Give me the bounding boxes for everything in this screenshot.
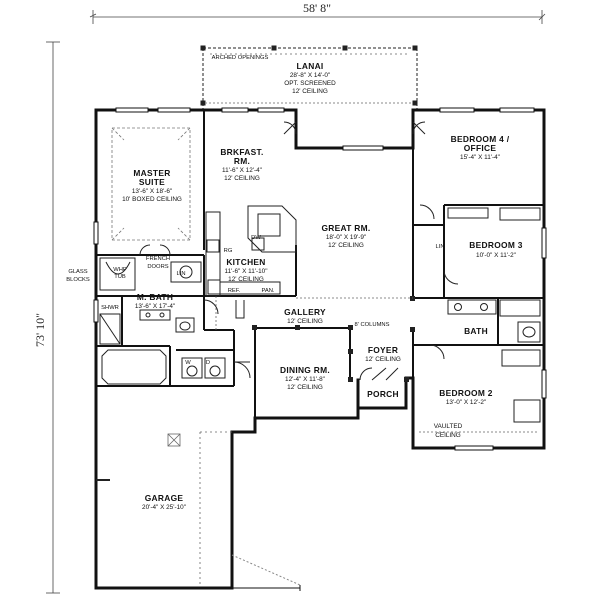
dryer-label: D: [206, 360, 210, 366]
great-room-dims: 18'-0" X 19'-9": [326, 234, 366, 241]
garage-dims: 20'-4" X 25'-10": [142, 504, 186, 511]
master-bath-dims: 13'-6" X 17'-4": [135, 303, 175, 310]
room-labels: ARCHED OPENINGS LANAI 28'-8" X 14'-0" OP…: [122, 55, 522, 511]
gallery-note: 12' CEILING: [287, 318, 323, 325]
master-name-2: SUITE: [139, 177, 165, 187]
columns-label: 8' COLUMNS: [355, 322, 390, 328]
porch-name: PORCH: [367, 389, 399, 399]
great-room-note: 12' CEILING: [328, 242, 364, 249]
master-bath-name: M. BATH: [137, 292, 173, 302]
bath-fixtures: [419, 207, 541, 433]
master-name-1: MASTER: [133, 168, 170, 178]
french-doors-label-2: DOORS: [147, 264, 168, 270]
windows: [93, 107, 547, 451]
pantry-label: PAN.: [261, 288, 274, 294]
lanai-outline: [200, 45, 418, 110]
lanai-note-ceiling: 12' CEILING: [292, 88, 328, 95]
bedroom2-name: BEDROOM 2: [439, 388, 492, 398]
shower-label: SHWR: [101, 305, 119, 311]
fixture-labels: GLASS BLOCKS WHP TUB FRENCH DOORS LIN LI…: [66, 235, 444, 366]
gallery-name: GALLERY: [284, 307, 326, 317]
glass-blocks-label-1: GLASS: [68, 269, 87, 275]
doors: [96, 121, 459, 591]
bedroom4-dims: 15'-4" X 11'-4": [460, 154, 500, 161]
linen-label-bedroom: LIN: [435, 244, 444, 250]
kitchen-name: KITCHEN: [226, 257, 265, 267]
lanai-note-screened: OPT. SCREENED: [284, 80, 336, 87]
whirlpool-tub-label-2: TUB: [114, 274, 126, 280]
arched-openings-label: ARCHED OPENINGS: [212, 55, 269, 61]
dishwasher-label: DW: [251, 235, 261, 241]
master-boxed-ceiling: [111, 127, 191, 241]
garage-name: GARAGE: [145, 493, 184, 503]
great-room-name: GREAT RM.: [321, 223, 370, 233]
bedroom4-name-1: BEDROOM 4 /: [451, 134, 510, 144]
washer-label: W: [185, 360, 191, 366]
gallery-edges: [215, 296, 413, 330]
dining-name: DINING RM.: [280, 365, 330, 375]
brkfast-name-2: RM.: [234, 156, 250, 166]
master-dims: 13'-6" X 18'-6": [132, 188, 172, 195]
refrigerator-label: REF.: [228, 288, 241, 294]
overall-width-label: 58' 8": [303, 1, 331, 15]
kitchen-dims: 11'-6" X 11'-10": [225, 268, 268, 275]
bedroom3-dims: 10'-0" X 11'-2": [476, 252, 516, 259]
dimension-lines: [46, 10, 546, 594]
overall-depth-label: 73' 10": [33, 313, 47, 347]
french-doors-label-1: FRENCH: [146, 256, 170, 262]
foyer-name: FOYER: [368, 345, 398, 355]
dining-note: 12' CEILING: [287, 384, 323, 391]
garage-details: [167, 431, 232, 585]
kitchen-note: 12' CEILING: [228, 276, 264, 283]
bedroom2-vaulted: VAULTED: [434, 423, 463, 430]
bath-name: BATH: [464, 326, 488, 336]
brkfast-note: 12' CEILING: [224, 175, 260, 182]
foyer-note: 12' CEILING: [365, 356, 401, 363]
lanai-dims: 28'-8" X 14'-0": [290, 72, 330, 79]
whirlpool-tub: [99, 257, 136, 291]
master-bath-fixtures: [99, 257, 226, 385]
linen-label-master: LIN: [176, 271, 185, 277]
master-note: 10' BOXED CEILING: [122, 196, 182, 203]
dining-dims: 12'-4" X 11'-8": [285, 376, 325, 383]
columns: [252, 296, 415, 382]
glass-blocks-label-2: BLOCKS: [66, 277, 90, 283]
bedroom3-name: BEDROOM 3: [469, 240, 522, 250]
interior-walls: [96, 110, 544, 418]
range-label: RG: [224, 248, 233, 254]
kitchen-fixtures: [205, 205, 297, 319]
whirlpool-tub-label-1: WHP: [113, 267, 127, 273]
bedroom4-name-2: OFFICE: [464, 143, 497, 153]
brkfast-name-1: BRKFAST.: [220, 147, 263, 157]
brkfast-dims: 11'-6" X 12'-4": [222, 167, 262, 174]
lanai-name: LANAI: [296, 61, 323, 71]
bedroom2-dims: 13'-0" X 12'-2": [446, 399, 486, 406]
bedroom2-ceiling: CEILING: [435, 432, 461, 439]
